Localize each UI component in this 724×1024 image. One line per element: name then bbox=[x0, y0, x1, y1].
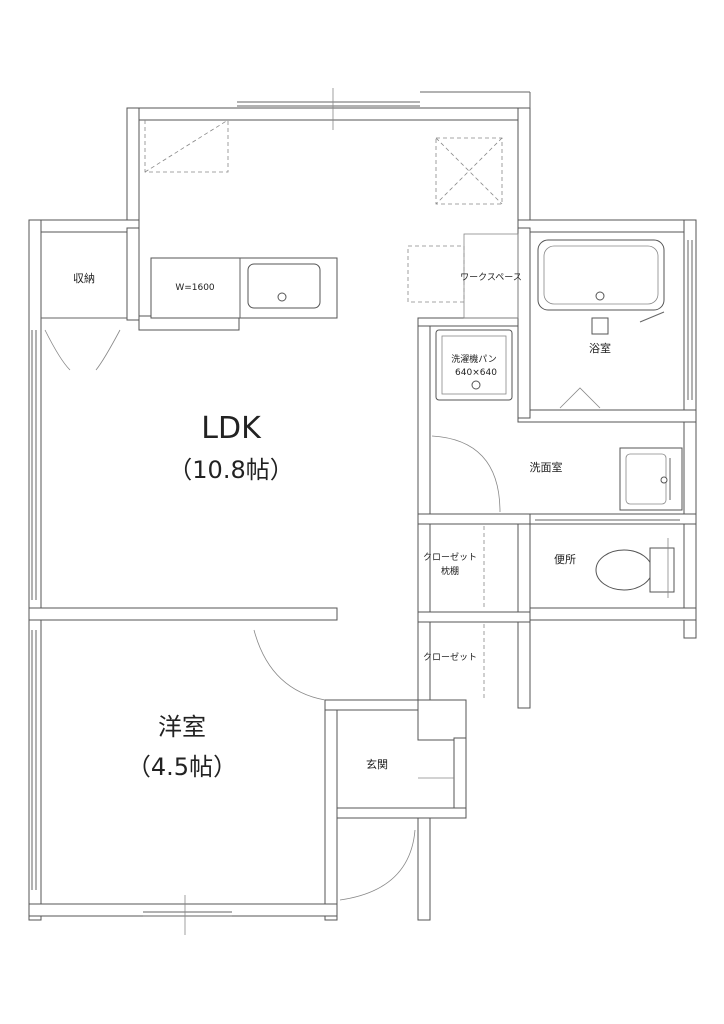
pillow-shelf-label: 枕棚 bbox=[441, 565, 459, 577]
closet-shelf-label: クローゼット bbox=[423, 551, 477, 563]
storage-label: 収納 bbox=[73, 272, 95, 285]
bathtub bbox=[537, 239, 665, 409]
windows bbox=[31, 88, 693, 935]
bath-label: 浴室 bbox=[589, 341, 611, 355]
kitchen-width-label: W=1600 bbox=[175, 283, 215, 293]
ldk-label: LDK bbox=[201, 411, 262, 446]
toilet-fixture bbox=[595, 538, 675, 598]
entrance-label: 玄関 bbox=[366, 757, 388, 771]
upper-cabinets bbox=[144, 119, 503, 303]
washer-pan bbox=[435, 329, 513, 401]
ldk-size: （10.8帖） bbox=[168, 456, 293, 484]
vanity-sink bbox=[619, 447, 683, 511]
washer-pan-size: 640×640 bbox=[455, 368, 497, 378]
western-room-label: 洋室 bbox=[158, 713, 206, 741]
workspace-label: ワークスペース bbox=[460, 272, 522, 283]
kitchen-counter bbox=[150, 257, 338, 319]
closet-label: クローゼット bbox=[423, 651, 477, 663]
western-room-size: （4.5帖） bbox=[127, 753, 237, 781]
workspace-desk bbox=[463, 233, 519, 319]
toilet-label: 便所 bbox=[554, 553, 576, 566]
doors bbox=[44, 329, 680, 901]
walls bbox=[28, 107, 697, 921]
washroom-label: 洗面室 bbox=[530, 460, 563, 474]
washer-pan-label: 洗濯機パン bbox=[451, 353, 496, 365]
